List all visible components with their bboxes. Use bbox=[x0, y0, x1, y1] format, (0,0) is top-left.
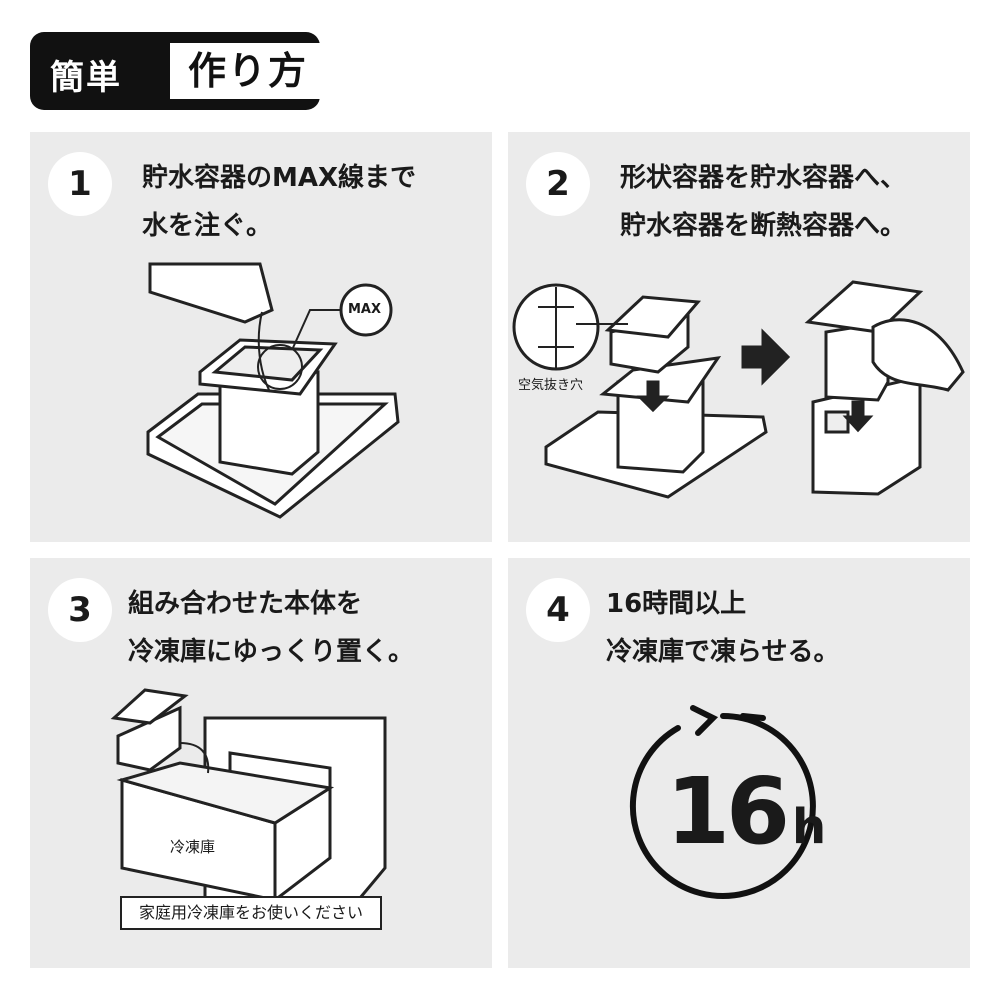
step-instruction: 16時間以上冷凍庫で凍らせる。 bbox=[606, 589, 840, 667]
step-number: 3 bbox=[48, 578, 112, 642]
step-number: 2 bbox=[526, 152, 590, 216]
freezer-placement-illustration bbox=[110, 688, 387, 904]
step-instruction: 形状容器を貯水容器へ、貯水容器を断熱容器へ。 bbox=[620, 163, 907, 241]
header-badge: 簡単 bbox=[50, 58, 122, 98]
freezer-label: 冷凍庫 bbox=[170, 838, 216, 856]
home-freezer-note: 家庭用冷凍庫をお使いください bbox=[120, 896, 382, 930]
max-label: MAX bbox=[348, 302, 382, 317]
pour-water-illustration bbox=[146, 262, 400, 519]
clock-cycle-icon bbox=[629, 705, 816, 899]
step-2-panel: 2 形状容器を貯水容器へ、貯水容器を断熱容器へ。 空気抜き穴 bbox=[508, 132, 970, 542]
vent-hole-label: 空気抜き穴 bbox=[518, 378, 584, 393]
step-1-panel: 1 貯水容器のMAX線まで水を注ぐ。 MAX bbox=[30, 132, 492, 542]
header-banner: 簡単 作り方 bbox=[30, 32, 326, 110]
assemble-containers-illustration bbox=[512, 280, 965, 499]
header-title: 作り方 bbox=[170, 43, 326, 99]
step-number: 1 bbox=[48, 152, 112, 216]
step-instruction: 貯水容器のMAX線まで水を注ぐ。 bbox=[142, 163, 417, 241]
step-number: 4 bbox=[526, 578, 590, 642]
step-3-panel: 3 組み合わせた本体を冷凍庫にゆっくり置く。 冷凍庫 家庭用冷凍庫をお使いくださ… bbox=[30, 558, 492, 968]
step-instruction: 組み合わせた本体を冷凍庫にゆっくり置く。 bbox=[128, 589, 415, 667]
